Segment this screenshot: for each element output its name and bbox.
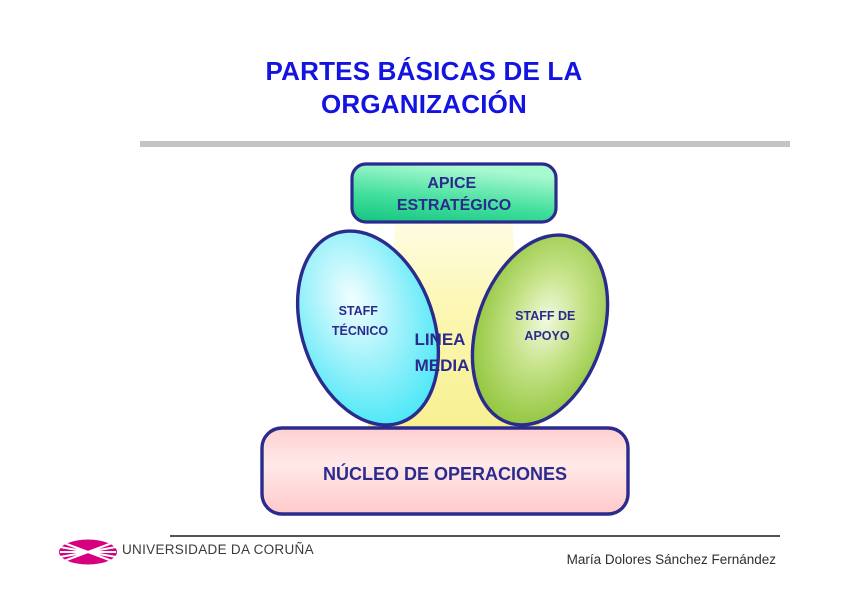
organization-parts-diagram: NÚCLEO DE OPERACIONES STAFF TÉCNICO STAF… [250,150,650,520]
footer-divider-rule [170,535,780,537]
title-divider-rule [140,141,790,147]
diagram-node-support-staff[interactable] [449,217,632,443]
diagram-node-strategic-apex[interactable]: APICE ESTRATÉGICO [350,162,558,224]
diagram-node-operating-core[interactable]: NÚCLEO DE OPERACIONES [260,426,630,516]
author-name: María Dolores Sánchez Fernández [566,552,776,567]
institution-name: UNIVERSIDADE DA CORUÑA [122,542,314,557]
diagram-node-technostructure[interactable] [273,212,463,444]
page-title: PARTES BÁSICAS DE LA ORGANIZACIÓN [265,56,583,119]
universidade-da-coruna-logo [59,539,117,565]
